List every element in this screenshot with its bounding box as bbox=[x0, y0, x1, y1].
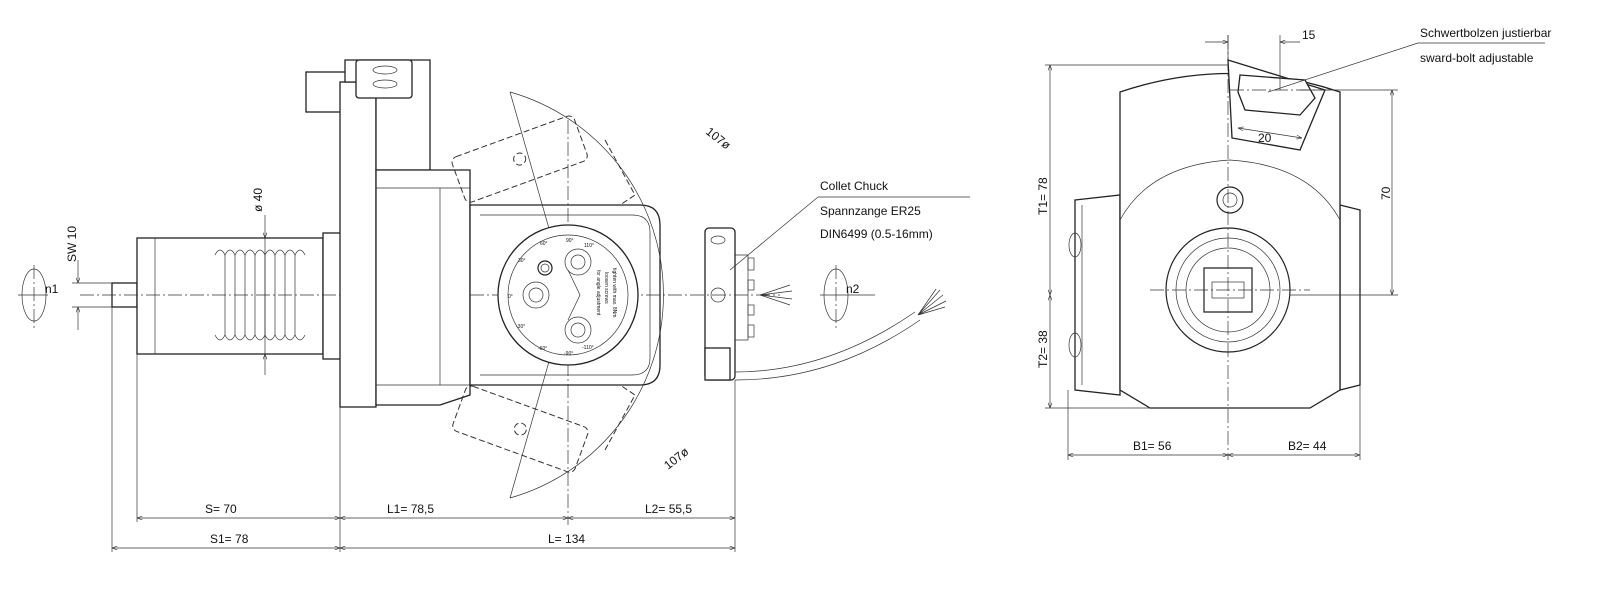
wrench-size-label: SW 10 bbox=[65, 226, 79, 262]
dim-t2: T2= 38 bbox=[1036, 330, 1050, 368]
rotation-label-n1: n1 bbox=[45, 282, 59, 296]
dial-instruction-3: tighten with max. 8Nm bbox=[611, 268, 617, 317]
bolt-width-dim: 20 bbox=[1258, 131, 1272, 145]
front-view: 15 20 Schwertbolzen justierbar sward-bol… bbox=[1036, 26, 1551, 460]
dim-s: S= 70 bbox=[205, 502, 237, 516]
rotation-symbol-n1: n1 bbox=[18, 265, 59, 328]
dim-t1: T1= 78 bbox=[1036, 177, 1050, 215]
dial-angle-neg90: -90° bbox=[564, 351, 573, 357]
swing-dim-top: 107ø bbox=[703, 124, 734, 152]
collet-note-line-3: DIN6499 (0.5-16mm) bbox=[820, 227, 933, 241]
dial-angle-neg60: -60° bbox=[538, 346, 547, 352]
collet-note-line-2: Spannzange ER25 bbox=[820, 204, 921, 218]
dim-s1: S1= 78 bbox=[210, 532, 249, 546]
swing-dim-bottom: 107ø bbox=[661, 444, 692, 472]
bolt-offset-dim: 15 bbox=[1302, 28, 1316, 42]
length-dimensions: S= 70 L1= 78,5 L2= 55,5 S1= 78 L= 134 bbox=[111, 307, 736, 552]
bolt-note-line-1: Schwertbolzen justierbar bbox=[1420, 26, 1551, 40]
dim-l2: L2= 55,5 bbox=[645, 502, 692, 516]
side-view: n1 SW 10 bbox=[18, 59, 970, 552]
dial-angle-60: 60° bbox=[540, 241, 548, 247]
dial-angle-neg30: -30° bbox=[516, 324, 525, 330]
dial-angle-110: 110° bbox=[584, 243, 594, 249]
dial-angle-90: 90° bbox=[566, 238, 574, 244]
drive-shank bbox=[80, 232, 345, 360]
dial-angle-30: 30° bbox=[518, 258, 526, 264]
diameter-dimension: ø 40 bbox=[251, 188, 265, 375]
diameter-label: ø 40 bbox=[251, 188, 265, 212]
collet-note-line-1: Collet Chuck bbox=[820, 179, 889, 193]
dim-l: L= 134 bbox=[548, 532, 585, 546]
dim-b2: B2= 44 bbox=[1288, 439, 1327, 453]
rotation-symbol-n2: n2 bbox=[820, 265, 875, 328]
swivel-positions bbox=[451, 115, 636, 473]
dim-l1: L1= 78,5 bbox=[387, 502, 434, 516]
dim-height-70: 70 bbox=[1379, 186, 1393, 200]
dial-instruction-1: for angle adjustment bbox=[595, 270, 601, 316]
dim-b1: B1= 56 bbox=[1133, 439, 1172, 453]
dial-instruction-2: loosen screws bbox=[603, 272, 609, 304]
bolt-note-line-2: sward-bolt adjustable bbox=[1420, 51, 1534, 65]
angle-dial: 0° 30° 60° 90° 110° -30° -60° -90° -110°… bbox=[497, 224, 639, 366]
wrench-size-dimension: SW 10 bbox=[65, 226, 112, 330]
dial-angle-0: 0° bbox=[508, 294, 513, 300]
collet-chuck-note: Collet Chuck Spannzange ER25 DIN6499 (0.… bbox=[729, 179, 970, 271]
dial-angle-neg110: -110° bbox=[582, 345, 594, 351]
rotation-label-n2: n2 bbox=[846, 282, 860, 296]
